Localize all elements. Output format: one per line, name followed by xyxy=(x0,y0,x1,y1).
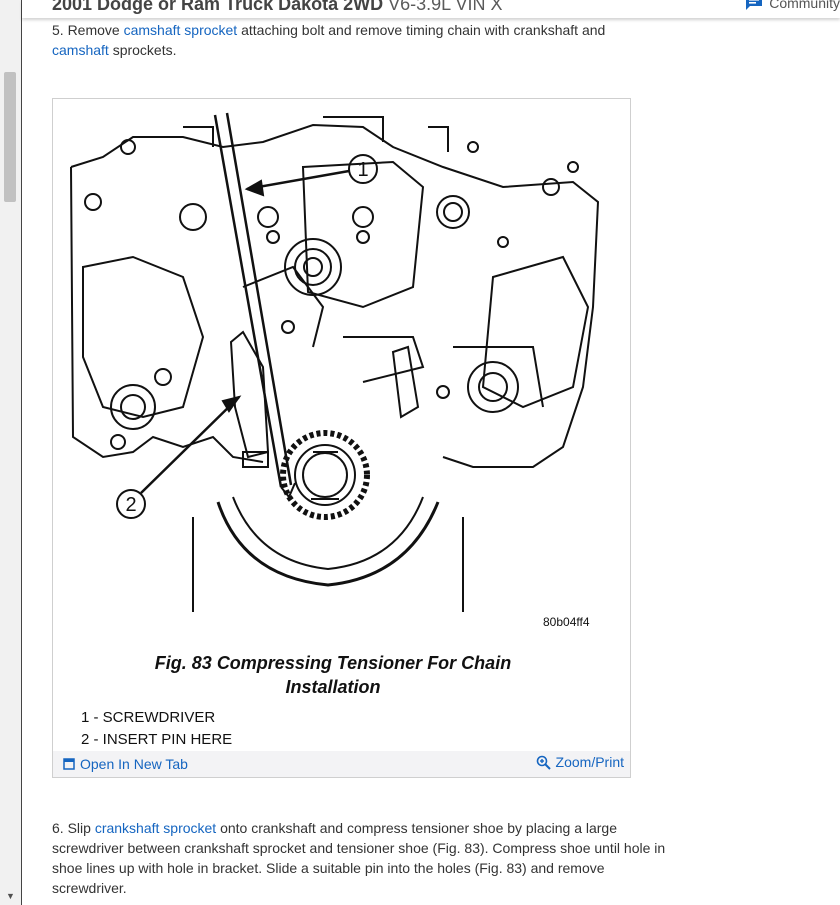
callout-1-arrow xyxy=(246,169,350,191)
community-label: Community xyxy=(769,0,840,11)
caption-line-1: Fig. 83 Compressing Tensioner For Chain xyxy=(154,653,512,673)
zoom-print-label: Zoom/Print xyxy=(555,754,624,770)
step6-text: onto crankshaft and compress tensioner s… xyxy=(52,820,666,896)
crankshaft-sprocket-link[interactable]: crankshaft sprocket xyxy=(94,820,217,836)
vehicle-title: 2001 Dodge or Ram Truck Dakota 2WD V6-3.… xyxy=(52,0,503,15)
engine-timing-diagram: 1 2 xyxy=(70,112,600,612)
community-link[interactable]: Community xyxy=(745,0,840,11)
scroll-down-arrow-icon[interactable]: ▼ xyxy=(6,891,15,901)
camshaft-hub xyxy=(284,238,342,296)
legend-item-2: 2 - INSERT PIN HERE xyxy=(81,731,233,748)
crank-damper xyxy=(216,501,440,587)
caption-line-2: Installation xyxy=(285,677,381,697)
camshaft-sprocket-link[interactable]: camshaft sprocket xyxy=(123,22,238,38)
callout-1-circle xyxy=(348,154,378,184)
engine-spec: V6-3.9L VIN X xyxy=(388,0,503,14)
callout-1-number: 1 xyxy=(357,159,368,181)
magnifier-plus-icon xyxy=(536,755,551,770)
open-in-new-tab-button[interactable]: Open In New Tab xyxy=(63,756,188,772)
sticky-header: 2001 Dodge or Ram Truck Dakota 2WD V6-3.… xyxy=(22,0,840,18)
legend-item-1: 1 - SCREWDRIVER xyxy=(81,709,216,726)
tensioner-shoe xyxy=(229,330,270,459)
camshaft-link[interactable]: camshaft xyxy=(52,42,109,58)
step5-middle: attaching bolt and remove timing chain w… xyxy=(237,22,606,38)
screwdriver xyxy=(213,112,293,488)
open-in-new-tab-label: Open In New Tab xyxy=(80,756,188,772)
page-scrollbar[interactable]: ▼ xyxy=(0,0,22,905)
scrollbar-thumb[interactable] xyxy=(4,72,16,202)
callout-2-arrow xyxy=(140,396,240,494)
figure-legend: 1 - SCREWDRIVER 2 - INSERT PIN HERE xyxy=(81,707,232,751)
vehicle-model: 2001 Dodge or Ram Truck Dakota 2WD xyxy=(52,0,384,14)
step-6-paragraph: 6. Slip crankshaft sprocket onto cranksh… xyxy=(52,818,677,898)
zoom-print-button[interactable]: Zoom/Print xyxy=(536,754,624,770)
crankshaft-sprocket xyxy=(280,430,370,520)
callout-2-number: 2 xyxy=(125,494,136,516)
figure-footer: Open In New Tab Zoom/Print xyxy=(53,751,630,777)
figure-code: 80b04ff4 xyxy=(543,615,590,629)
step5-prefix: 5. Remove xyxy=(52,22,124,38)
figure-caption: Fig. 83 Compressing Tensioner For Chain … xyxy=(93,651,573,699)
open-in-new-tab-icon xyxy=(63,758,75,770)
chat-bubble-icon xyxy=(746,0,763,10)
figure-83: 1 2 80b04ff4 Fig. 83 Compressing Tension… xyxy=(52,98,631,778)
step6-prefix: 6. Slip xyxy=(52,820,95,836)
step-5-paragraph: 5. Remove camshaft sprocket attaching bo… xyxy=(52,20,652,60)
callout-2-circle xyxy=(116,489,146,519)
step5-suffix: sprockets. xyxy=(108,42,177,58)
engine-block-outline xyxy=(70,123,600,468)
